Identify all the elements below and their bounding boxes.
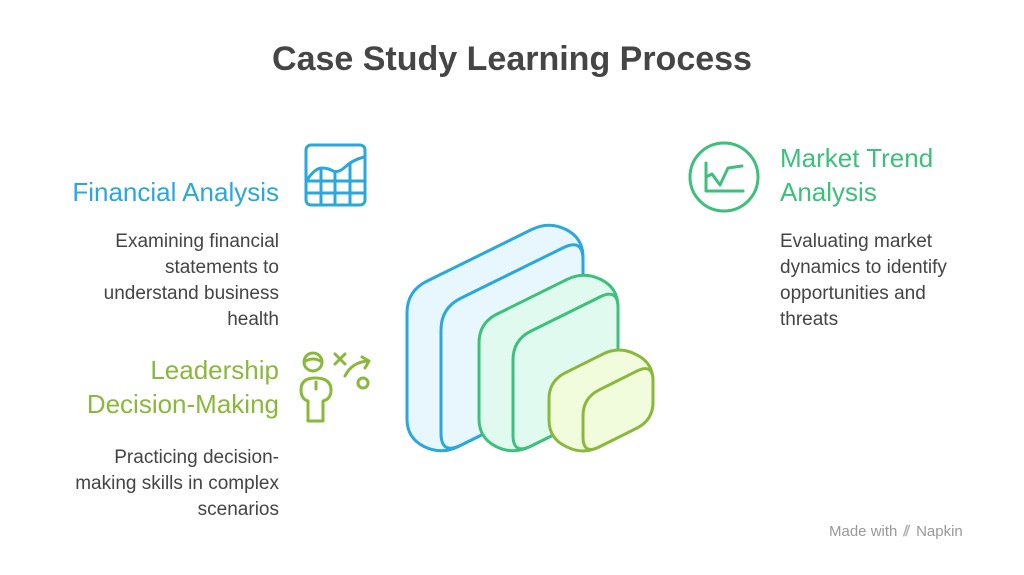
desc-line: Evaluating market (780, 231, 933, 252)
desc-line: threats (780, 309, 839, 330)
nested-blocks-illustration (405, 223, 655, 453)
trend-line-circle-icon (688, 141, 760, 213)
spreadsheet-chart-icon (304, 143, 367, 207)
made-with-label: Made with (829, 523, 898, 540)
desc-line: opportunities and (780, 283, 926, 304)
desc-line: understand business (103, 283, 279, 304)
desc-line: dynamics to identify (780, 257, 947, 278)
desc-line: making skills in complex (75, 473, 279, 494)
lime-block-front (581, 367, 655, 451)
made-with-napkin-badge[interactable]: Made with ⫽ Napkin (829, 523, 963, 540)
market-trend-description: Evaluating market dynamics to identify o… (780, 229, 1010, 333)
heading-line: Analysis (780, 177, 877, 207)
desc-line: health (227, 309, 279, 330)
financial-analysis-heading: Financial Analysis (72, 177, 279, 207)
napkin-logo-icon: ⫽ (903, 523, 911, 540)
leadership-description: Practicing decision- making skills in co… (19, 445, 279, 523)
heading-line: Market Trend (780, 143, 934, 173)
desc-line: Practicing decision- (114, 447, 279, 468)
page-title: Case Study Learning Process (272, 40, 752, 78)
desc-line: scenarios (197, 499, 279, 520)
desc-line: Examining financial (115, 231, 279, 252)
heading-line: Leadership (150, 355, 279, 385)
desc-line: statements to (164, 257, 279, 278)
market-trend-heading: Market Trend Analysis (780, 141, 933, 209)
napkin-brand: Napkin (916, 523, 963, 540)
strategy-person-icon (299, 351, 371, 423)
heading-line: Decision-Making (86, 389, 279, 419)
leadership-heading: Leadership Decision-Making (87, 353, 279, 421)
financial-analysis-description: Examining financial statements to unders… (19, 229, 279, 333)
